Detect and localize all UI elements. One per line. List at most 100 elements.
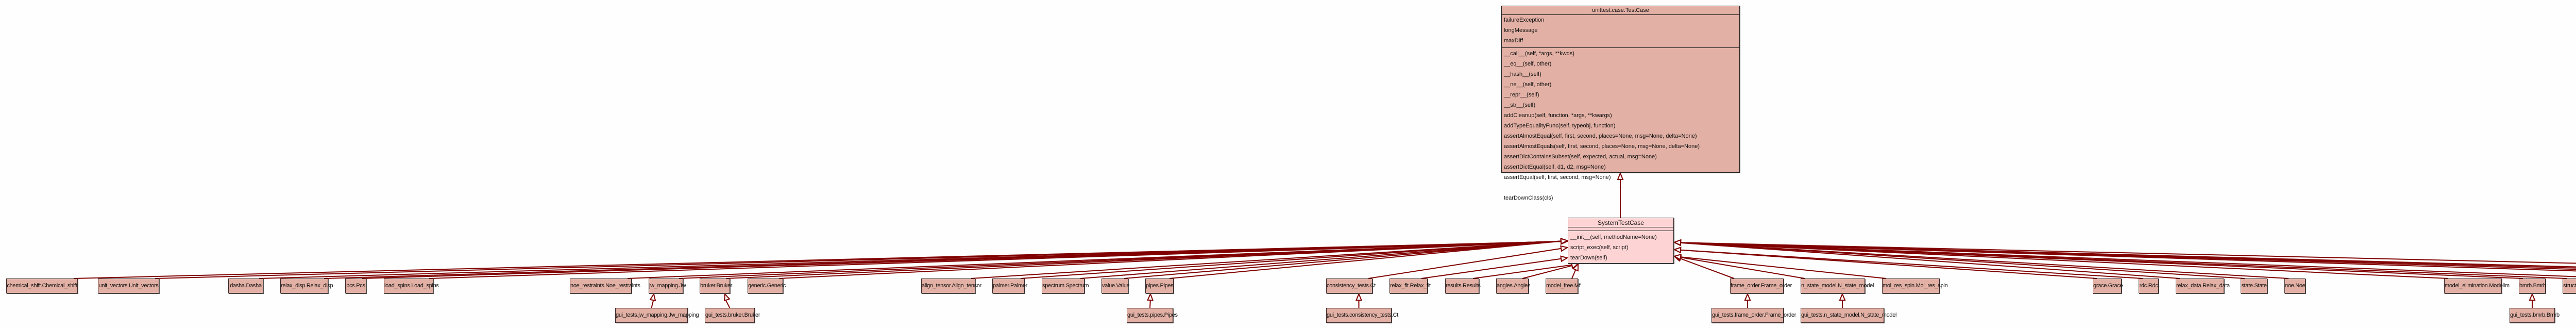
class-label: load_spins.Load_spins: [384, 283, 439, 289]
method: assertAlmostEqual(self, first, second, p…: [1504, 133, 1697, 139]
edge-load-spins-load-spins-to-systemtestcase: [429, 240, 1568, 279]
class-box-angles-angles[interactable]: angles.Angles: [1496, 278, 1531, 293]
method: __eq__(self, other): [1504, 61, 1552, 67]
edge-chemical-shift-chemical-shift-to-systemtestcase: [73, 240, 1568, 279]
class-box-palmer-palmer[interactable]: palmer.Palmer: [992, 278, 1027, 293]
class-box-consistency-tests-ct[interactable]: consistency_tests.Ct: [1326, 278, 1376, 293]
class-box-jw-mapping-jw[interactable]: jw_mapping.Jw: [649, 278, 686, 293]
inheritance-arrowhead: [1673, 247, 1682, 254]
edge-grace-grace-to-systemtestcase: [1674, 249, 2097, 279]
class-box-noe-restraints-noe-restraints[interactable]: noe_restraints.Noe_restraints: [570, 278, 640, 293]
method: __hash__(self): [1504, 71, 1541, 77]
class-box-value-value[interactable]: value.Value: [1101, 278, 1130, 293]
edge-bruker-bruker-to-systemtestcase: [725, 240, 1568, 279]
class-box-unit-vectors-unit-vectors[interactable]: unit_vectors.Unit_vectors: [98, 278, 159, 293]
inheritance-arrowhead: [2529, 292, 2536, 301]
class-box-bmrb-bmrb[interactable]: bmrb.Bmrb: [2519, 278, 2546, 293]
class-box-mol-res-spin-mol-res-spin[interactable]: mol_res_spin.Mol_res_spin: [1882, 278, 1948, 293]
class-box-dasha-dasha[interactable]: dasha.Dasha: [228, 278, 263, 293]
inheritance-arrowhead: [1560, 238, 1569, 245]
inheritance-arrowhead: [1560, 238, 1569, 245]
class-label: bruker.Bruker: [700, 283, 733, 289]
inheritance-arrowhead: [1839, 292, 1846, 301]
class-box-relax-fit-relax-fit[interactable]: relax_fit.Relax_fit: [1389, 278, 1431, 293]
inheritance-arrowhead: [1673, 239, 1682, 247]
inheritance-arrowhead: [724, 292, 731, 302]
method: tearDownClass(cls): [1504, 195, 1553, 201]
class-label: pipes.Pipes: [1146, 283, 1174, 289]
method: addCleanup(self, function, *args, **kwar…: [1504, 112, 1612, 119]
attributes-section: [1568, 227, 1673, 231]
class-label: jw_mapping.Jw: [649, 283, 686, 289]
class-label: angles.Angles: [1497, 283, 1531, 289]
edge-spectrum-spectrum-to-systemtestcase: [1080, 240, 1568, 279]
class-box-results-results[interactable]: results.Results: [1445, 278, 1481, 293]
class-label: frame_order.Frame_order: [1731, 283, 1792, 289]
class-label: gui_tests.bmrb.Bmrb: [2510, 312, 2560, 318]
class-label: bmrb.Bmrb: [2519, 283, 2546, 289]
class-label: model_elimination.Modelim: [2445, 283, 2510, 289]
class-box-gui-tests-consistency-tests-ct[interactable]: gui_tests.consistency_tests.Ct: [1326, 308, 1398, 323]
inheritance-arrowhead: [1673, 239, 1682, 247]
class-box-model-free-mf[interactable]: model_free.Mf: [1546, 278, 1581, 293]
method: assertEqual(self, first, second, msg=Non…: [1504, 174, 1611, 181]
class-label: unit_vectors.Unit_vectors: [98, 283, 159, 289]
class-label: gui_tests.jw_mapping.Jw_mapping: [616, 312, 699, 318]
inheritance-arrowhead: [1560, 238, 1569, 245]
method: assertAlmostEquals(self, first, second, …: [1504, 143, 1700, 150]
class-box-relax-data-relax-data[interactable]: relax_data.Relax_data: [2176, 278, 2230, 293]
class-box-frame-order-frame-order[interactable]: frame_order.Frame_order: [1730, 278, 1792, 293]
inheritance-arrowhead: [1673, 239, 1682, 246]
edge-state-state-to-systemtestcase: [1674, 242, 2245, 279]
class-label: noe.Noe: [2285, 283, 2306, 289]
class-label: gui_tests.consistency_tests.Ct: [1327, 312, 1398, 318]
class-label: generic.Generic: [748, 283, 786, 289]
class-box-rdc-rdc[interactable]: rdc.Rdc: [2139, 278, 2159, 293]
class-box-chemical-shift-chemical-shift[interactable]: chemical_shift.Chemical_shift: [6, 278, 78, 293]
edge-frame-order-frame-order-to-systemtestcase: [1674, 256, 1735, 279]
class-label: dasha.Dasha: [230, 283, 262, 289]
class-title: unittest.case.TestCase: [1502, 6, 1739, 15]
edge-jw-mapping-jw-to-systemtestcase: [679, 240, 1568, 279]
method: __call__(self, *args, **kwds): [1504, 51, 1574, 57]
inheritance-arrowhead: [1673, 255, 1682, 262]
class-box-grace-grace[interactable]: grace.Grace: [2093, 278, 2123, 293]
edge-dasha-dasha-to-systemtestcase: [259, 240, 1568, 279]
edge-model-elimination-modelim-to-systemtestcase: [1674, 242, 2449, 279]
class-label: n_state_model.N_state_model: [1801, 283, 1874, 289]
inheritance-arrowhead: [1673, 239, 1682, 247]
class-box-model-elimination-modelim[interactable]: model_elimination.Modelim: [2444, 278, 2510, 293]
class-box-generic-generic[interactable]: generic.Generic: [748, 278, 786, 293]
class-label: results.Results: [1446, 283, 1481, 289]
inheritance-arrowhead: [1572, 263, 1579, 272]
class-box-gui-tests-jw-mapping-jw-mapping[interactable]: gui_tests.jw_mapping.Jw_mapping: [615, 308, 699, 323]
edge-mol-res-spin-mol-res-spin-to-systemtestcase: [1674, 256, 1887, 279]
class-box-relax-disp-relax-disp[interactable]: relax_disp.Relax_disp: [280, 278, 333, 293]
class-label: align_tensor.Align_tensor: [922, 283, 982, 289]
class-box-systemtestcase[interactable]: SystemTestCase __init__(self, methodName…: [1568, 218, 1674, 264]
class-box-n-state-model-n-state-model[interactable]: n_state_model.N_state_model: [1801, 278, 1874, 293]
class-box-load-spins-load-spins[interactable]: load_spins.Load_spins: [384, 278, 439, 293]
class-box-gui-tests-bmrb-bmrb[interactable]: gui_tests.bmrb.Bmrb: [2510, 308, 2560, 323]
edge-bmrb-bmrb-to-systemtestcase: [1674, 242, 2523, 279]
class-box-spectrum-spectrum[interactable]: spectrum.Spectrum: [1042, 278, 1089, 293]
edge-generic-generic-to-systemtestcase: [778, 240, 1568, 279]
class-title: SystemTestCase: [1568, 218, 1673, 227]
class-box-gui-tests-frame-order-frame-order[interactable]: gui_tests.frame_order.Frame_order: [1711, 308, 1796, 323]
class-box-state-state[interactable]: state.State: [2241, 278, 2267, 293]
method: __repr__(self): [1504, 92, 1539, 98]
edge-unit-vectors-unit-vectors-to-systemtestcase: [155, 240, 1568, 279]
class-box-structure-structure[interactable]: structure.Structure: [2563, 278, 2576, 293]
class-label: state.State: [2241, 283, 2267, 289]
class-box-gui-tests-n-state-model-n-state-model[interactable]: gui_tests.n_state_model.N_state_model: [1801, 308, 1896, 323]
class-box-testcase[interactable]: unittest.case.TestCase failureException …: [1501, 6, 1740, 201]
class-box-gui-tests-pipes-pipes[interactable]: gui_tests.pipes.Pipes: [1127, 308, 1178, 323]
class-label: model_free.Mf: [1546, 283, 1581, 289]
class-box-noe-noe[interactable]: noe.Noe: [2284, 278, 2306, 293]
class-box-bruker-bruker[interactable]: bruker.Bruker: [700, 278, 733, 293]
class-box-pipes-pipes[interactable]: pipes.Pipes: [1145, 278, 1174, 293]
inheritance-arrowhead: [1673, 239, 1682, 246]
class-box-pcs-pcs[interactable]: pcs.Pcs: [345, 278, 366, 293]
class-box-gui-tests-bruker-bruker[interactable]: gui_tests.bruker.Bruker: [705, 308, 760, 323]
class-box-align-tensor-align-tensor[interactable]: align_tensor.Align_tensor: [921, 278, 981, 293]
